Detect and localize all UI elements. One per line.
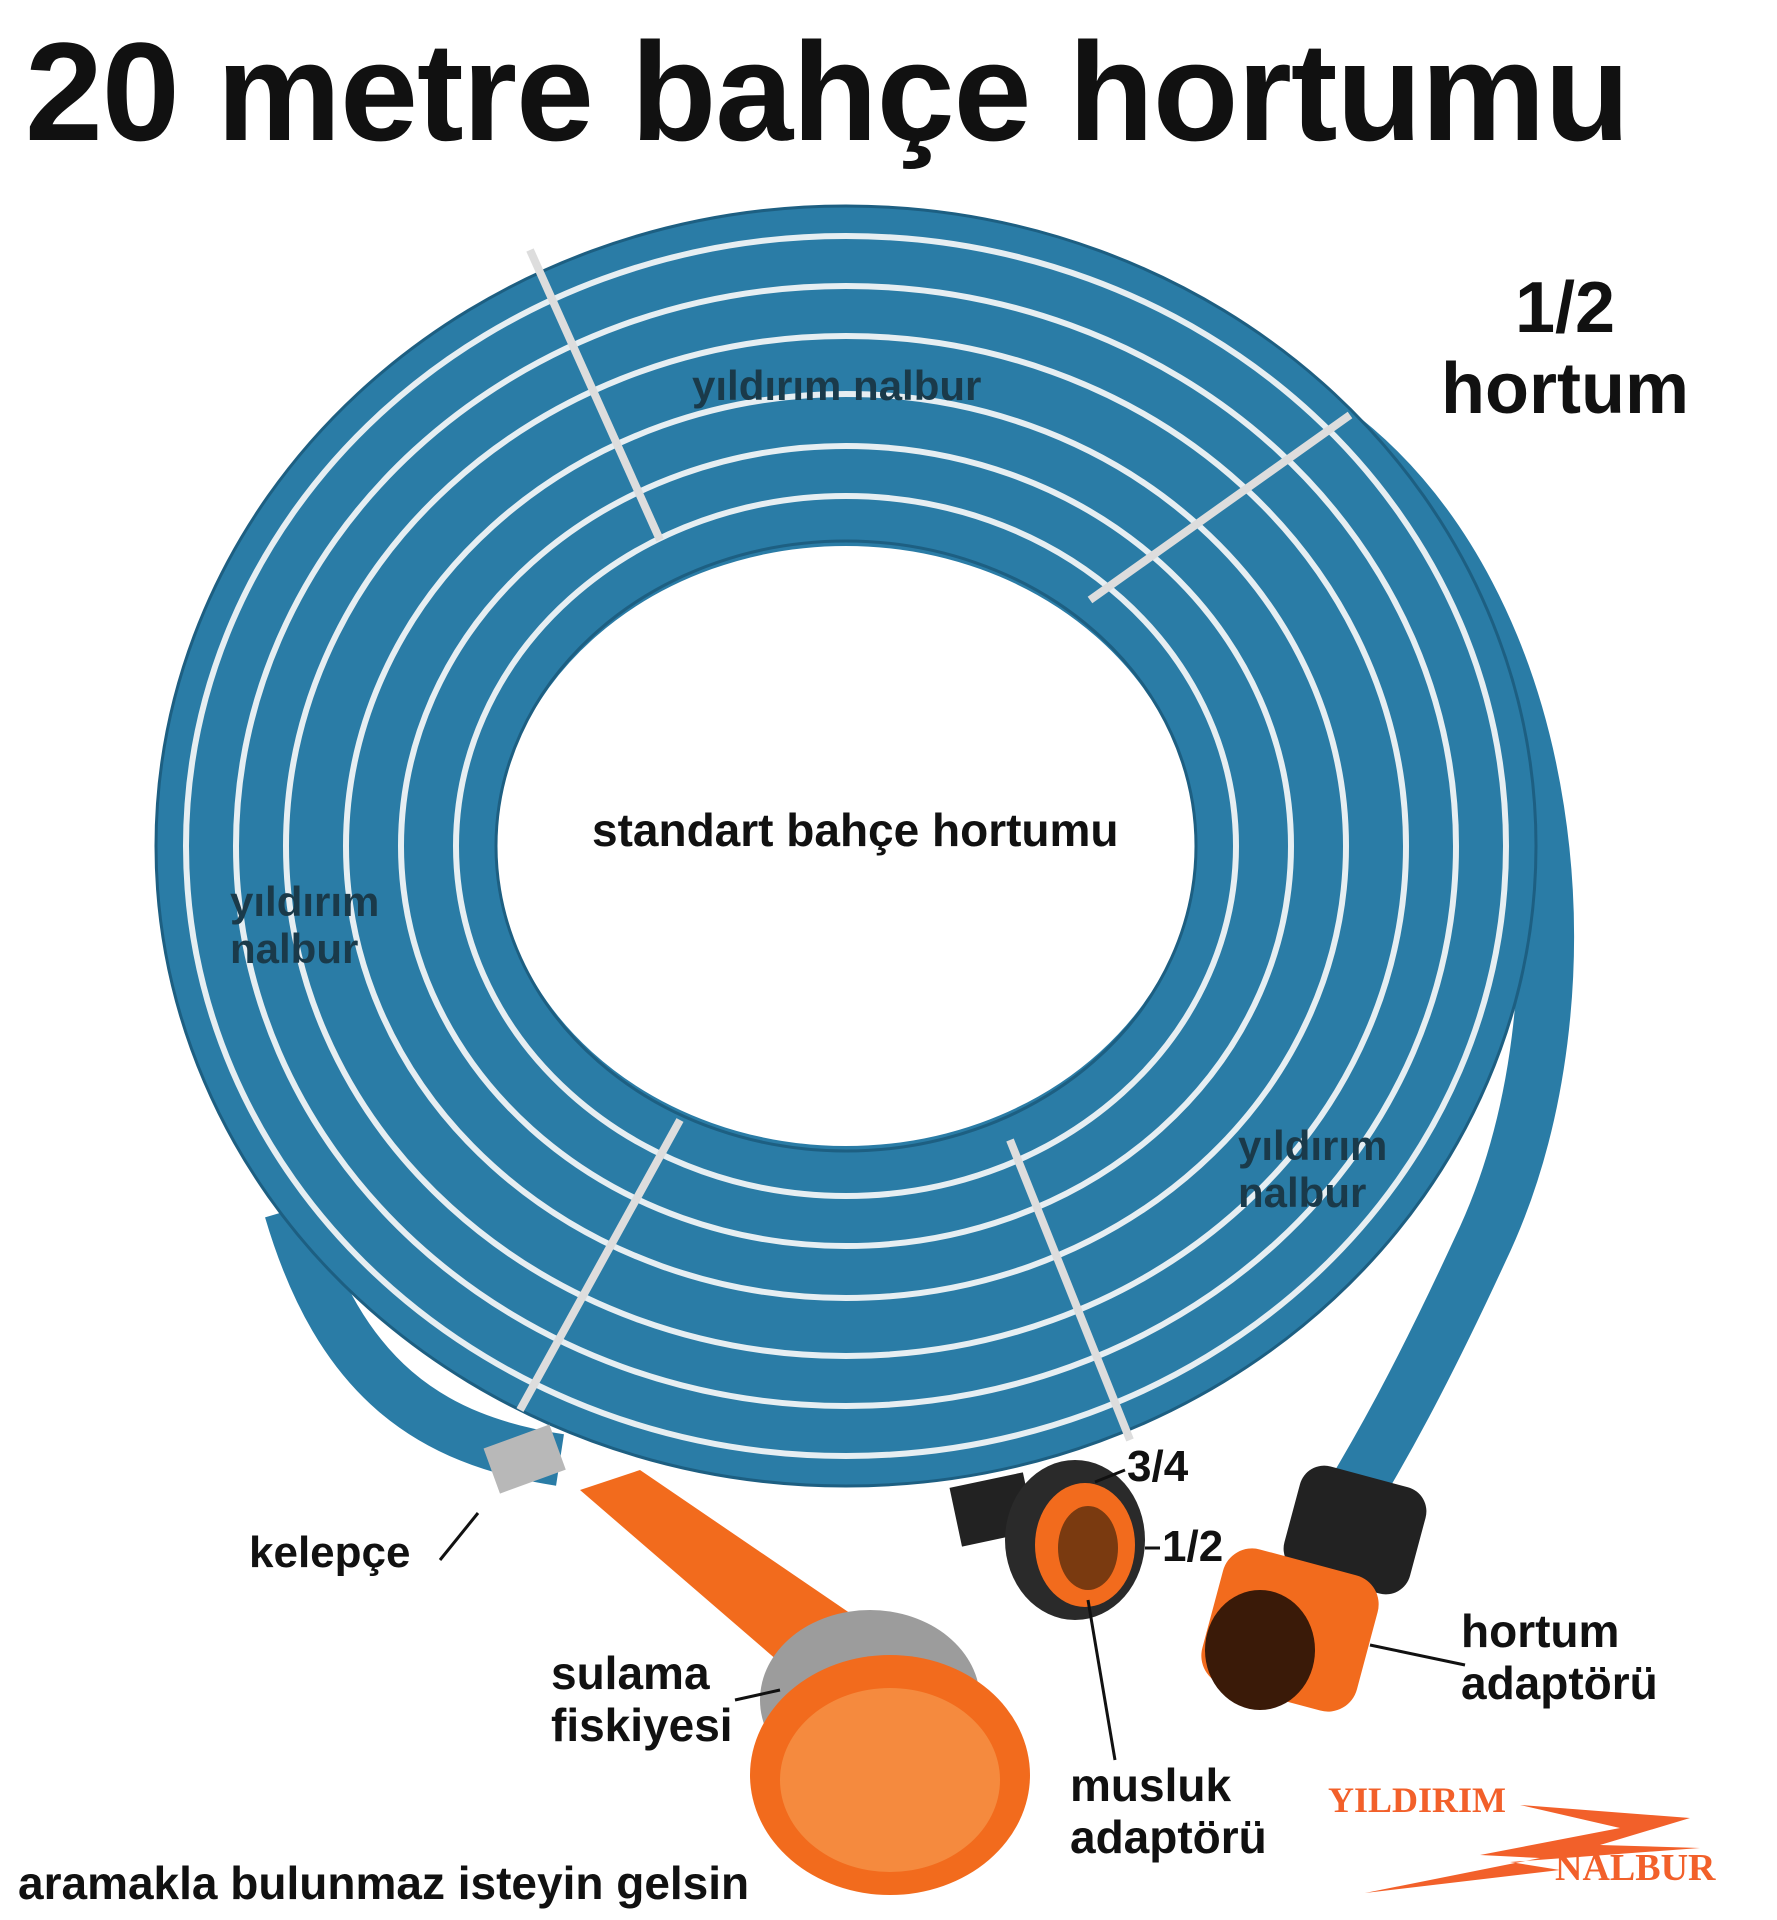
watermark-right-line1: yıldırım (1238, 1122, 1388, 1169)
size-unit: hortum (1441, 348, 1689, 429)
sprinkler-label: sulama fiskiyesi (551, 1647, 733, 1751)
watermark-left-line2: nalbur (230, 925, 359, 973)
hose-coil (154, 204, 1538, 1488)
sprinkler-arm (580, 1470, 860, 1680)
sprinkler-line1: sulama (551, 1647, 710, 1699)
clamp (483, 1424, 566, 1494)
hose-adapter-line1: hortum (1461, 1605, 1620, 1657)
watermark-top: yıldırım nalbur (692, 362, 982, 409)
tap-adapter-line2: adaptörü (1070, 1810, 1267, 1863)
slogan: aramakla bulunmaz isteyin gelsin (18, 1857, 750, 1909)
center-label: standart bahçe hortumu (592, 804, 1119, 856)
watermark-right-line2: nalbur (1238, 1169, 1367, 1217)
svg-text:NALBUR: NALBUR (1555, 1847, 1716, 1889)
watermark-right: yıldırım nalbur (1238, 1122, 1387, 1216)
logo: YILDIRIM NALBUR (1328, 1780, 1716, 1893)
size-label: 1/2 hortum (1415, 268, 1715, 429)
tap-adapter-label: musluk adaptörü (1070, 1759, 1267, 1863)
clamp-label: kelepçe (249, 1528, 411, 1577)
tap-adapter-line1: musluk (1070, 1759, 1232, 1811)
watermark-left: yıldırım nalbur (230, 878, 379, 972)
size-34-label: 3/4 (1127, 1442, 1189, 1491)
page-title: 20 metre bahçe hortumu (25, 13, 1630, 170)
svg-text:YILDIRIM: YILDIRIM (1328, 1780, 1506, 1820)
watermark-left-line1: yıldırım (230, 878, 380, 925)
size-12-label: 1/2 (1162, 1522, 1224, 1571)
hose-adapter-label: hortum adaptörü (1461, 1605, 1658, 1709)
sprinkler-line2: fiskiyesi (551, 1698, 733, 1751)
size-value: 1/2 (1514, 268, 1616, 348)
hose-adapter-line2: adaptörü (1461, 1656, 1658, 1709)
